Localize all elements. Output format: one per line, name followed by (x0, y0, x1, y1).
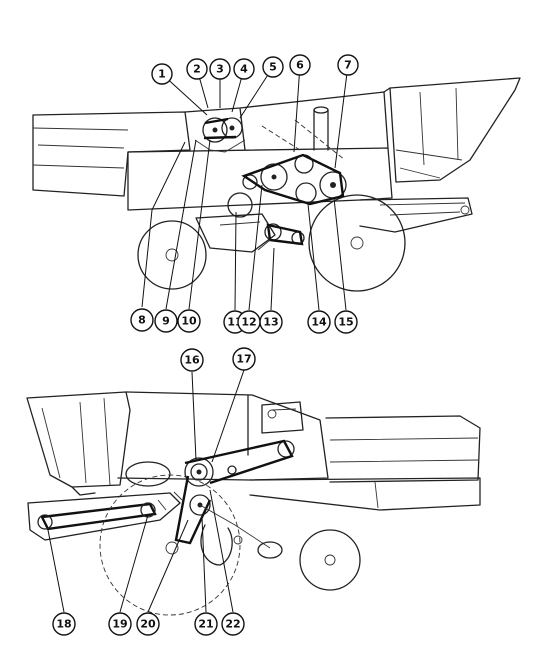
callout-label: 7 (344, 59, 352, 72)
callout-label: 14 (311, 316, 327, 329)
callout-12: 12 (237, 310, 261, 334)
callout-label: 2 (193, 63, 201, 76)
callout-17: 17 (232, 347, 256, 371)
callout-10: 10 (177, 309, 201, 333)
callout-13: 13 (259, 310, 283, 334)
callout-7: 7 (337, 54, 359, 76)
callout-16: 16 (180, 348, 204, 372)
callout-label: 17 (236, 353, 251, 366)
callout-label: 6 (296, 59, 304, 72)
callout-5: 5 (262, 56, 284, 78)
callout-19: 19 (108, 612, 132, 636)
callout-label: 12 (241, 316, 256, 329)
callout-3: 3 (209, 58, 231, 80)
callout-label: 3 (216, 63, 224, 76)
callout-label: 16 (184, 354, 200, 367)
callout-20: 20 (136, 612, 160, 636)
callout-label: 8 (138, 314, 146, 327)
bottom-machine-view (26, 391, 481, 616)
callout-21: 21 (194, 612, 218, 636)
callout-4: 4 (233, 58, 255, 80)
callout-label: 13 (263, 316, 278, 329)
callout-label: 5 (269, 61, 277, 74)
callout-label: 18 (56, 618, 71, 631)
callout-22: 22 (221, 612, 245, 636)
callout-label: 21 (198, 618, 213, 631)
callout-label: 1 (158, 68, 166, 81)
callout-label: 20 (140, 618, 156, 631)
callout-label: 19 (112, 618, 127, 631)
callout-15: 15 (334, 310, 358, 334)
callout-2: 2 (186, 58, 208, 80)
callout-14: 14 (307, 310, 331, 334)
callout-1: 1 (151, 63, 173, 85)
callout-18: 18 (52, 612, 76, 636)
callout-label: 22 (225, 618, 240, 631)
top-machine-view (32, 77, 521, 292)
callout-label: 15 (338, 316, 353, 329)
callout-8: 8 (130, 308, 154, 332)
callout-label: 10 (181, 315, 197, 328)
callout-9: 9 (154, 309, 178, 333)
callout-6: 6 (289, 54, 311, 76)
leader-lines (47, 64, 349, 613)
callout-label: 9 (162, 315, 170, 328)
callout-label: 4 (240, 63, 248, 76)
